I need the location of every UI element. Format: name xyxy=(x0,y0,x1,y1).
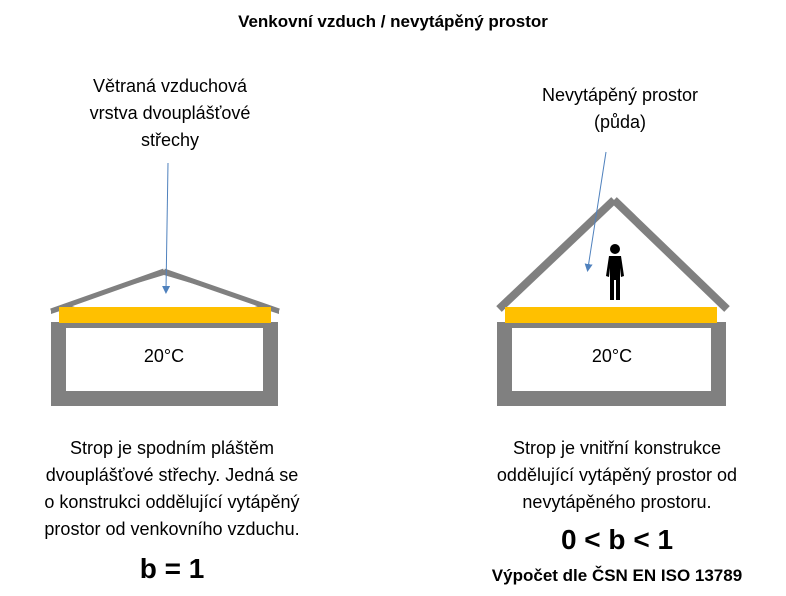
right-description-line-3: nevytápěného prostoru. xyxy=(522,492,712,512)
right-temperature: 20°C xyxy=(591,346,633,366)
left-description-line-1: Strop je spodním pláštěm xyxy=(69,438,275,458)
left-insulation xyxy=(59,307,271,323)
right-callout-line-2: (půda) xyxy=(593,112,647,132)
left-callout-arrow xyxy=(162,162,171,294)
left-description-line-3: o konstrukci oddělující vytápěný xyxy=(44,492,300,512)
right-floor xyxy=(497,391,726,406)
left-wall-left xyxy=(51,322,66,406)
right-callout-line-1: Nevytápěný prostor xyxy=(541,85,699,105)
right-wall-left xyxy=(497,322,512,406)
left-callout-line-3: střechy xyxy=(140,130,200,150)
right-norm-reference: Výpočet dle ČSN EN ISO 13789 xyxy=(491,566,743,585)
left-callout: Větraná vzduchová vrstva dvouplášťové st… xyxy=(40,73,300,154)
right-ceiling-slab xyxy=(497,322,726,328)
left-wall-right xyxy=(263,322,278,406)
left-house xyxy=(50,162,280,406)
left-temperature: 20°C xyxy=(143,346,185,366)
left-formula: b = 1 xyxy=(139,553,205,584)
right-callout: Nevytápěný prostor (půda) xyxy=(490,82,750,136)
left-roof-inner xyxy=(62,275,268,306)
right-description-line-2: oddělující vytápěný prostor od xyxy=(496,465,738,485)
right-wall-right xyxy=(711,322,726,406)
left-ceiling-slab xyxy=(51,322,278,328)
right-house xyxy=(496,151,730,406)
right-callout-arrow xyxy=(584,151,607,272)
left-description-line-2: dvouplášťové střechy. Jedná se xyxy=(45,465,299,485)
left-callout-line-1: Větraná vzduchová xyxy=(92,76,248,96)
page-title: Venkovní vzduch / nevytápěný prostor xyxy=(238,12,548,31)
left-callout-line-2: vrstva dvouplášťové xyxy=(89,103,251,123)
person-icon xyxy=(606,244,624,300)
left-description: Strop je spodním pláštěm dvouplášťové st… xyxy=(0,435,344,543)
right-formula: 0 < b < 1 xyxy=(560,524,674,555)
right-insulation xyxy=(505,307,717,323)
right-description: Strop je vnitřní konstrukce oddělující v… xyxy=(445,435,786,516)
left-description-line-4: prostor od venkovního vzduchu. xyxy=(44,519,300,539)
left-floor xyxy=(51,391,278,406)
right-description-line-1: Strop je vnitřní konstrukce xyxy=(512,438,722,458)
